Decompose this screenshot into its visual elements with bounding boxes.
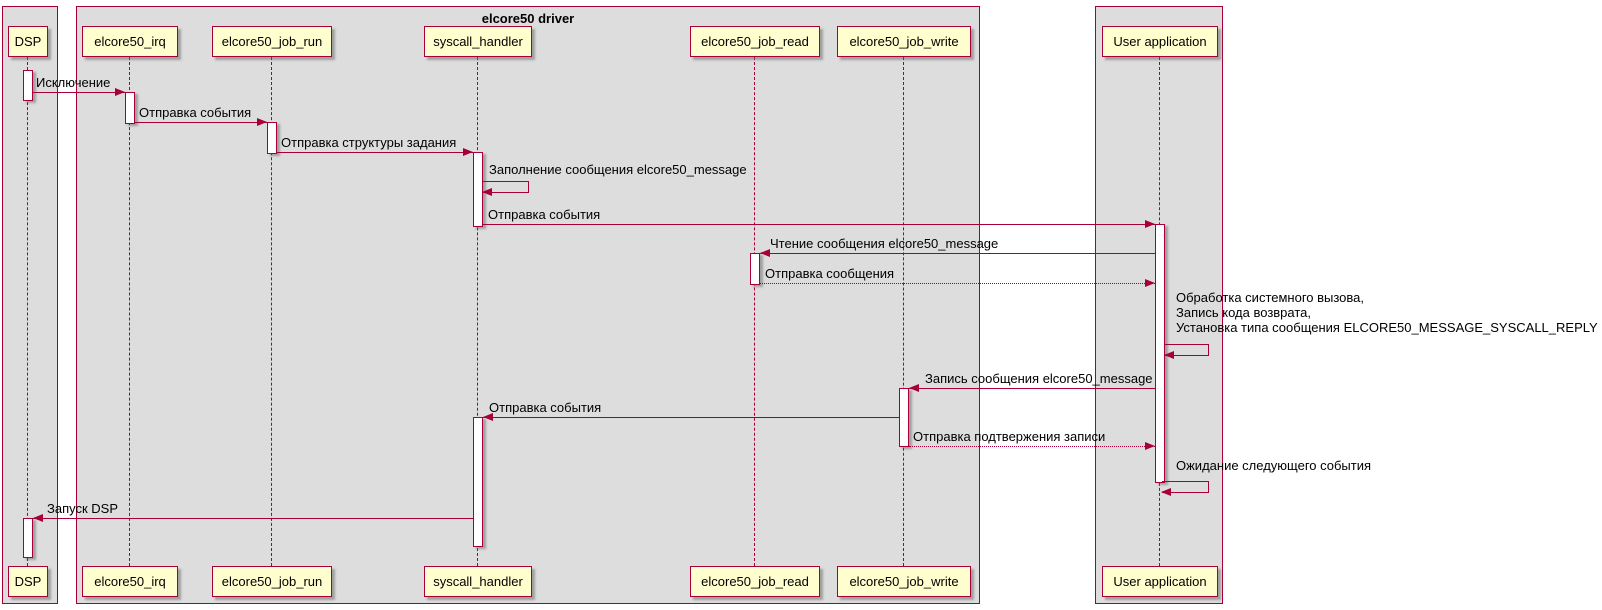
participant-elcore50-job-write-bottom: elcore50_job_write [837, 566, 971, 597]
message-label-send-event-1: Отправка события [139, 105, 252, 120]
message-label-write-ack: Отправка подтвержения записи [913, 429, 1106, 444]
self-message-fill-message [482, 181, 529, 196]
message-arrow-write-ack [909, 442, 1155, 450]
participant-elcore50-job-write-top: elcore50_job_write [837, 26, 971, 57]
message-arrow-send-message-reply [760, 279, 1155, 287]
participant-user-application-bottom: User application [1102, 566, 1218, 597]
message-arrow-read-message [760, 249, 1155, 257]
arrowhead-right-icon [463, 148, 473, 156]
arrowhead-left-icon [1161, 488, 1171, 496]
participant-syscall-handler-top: syscall_handler [424, 26, 532, 57]
arrowhead-left-icon [33, 514, 43, 522]
lifeline-dsp [27, 57, 28, 566]
activation-syscall-handler-2 [473, 417, 483, 547]
participant-dsp-bottom: DSP [8, 566, 48, 597]
message-label-read-message: Чтение сообщения elcore50_message [770, 236, 999, 251]
message-label-send-event-2: Отправка события [488, 207, 601, 222]
self-message-handle-syscall [1164, 344, 1209, 359]
message-label-exception: Исключение [36, 75, 111, 90]
message-arrow-send-event-1 [135, 118, 267, 126]
arrowhead-left-icon [482, 188, 492, 196]
frame-dsp [2, 6, 58, 604]
arrowhead-left-icon [483, 413, 493, 421]
message-label-send-event-3: Отправка события [489, 400, 602, 415]
message-label-send-job-struct: Отправка структуры задания [281, 135, 457, 150]
arrowhead-left-icon [760, 249, 770, 257]
participant-elcore50-job-read-bottom: elcore50_job_read [690, 566, 820, 597]
message-arrow-write-message [909, 384, 1155, 392]
lifeline-elcore50-job-write [903, 57, 904, 566]
message-label-handle-syscall: Обработка системного вызова, Запись кода… [1176, 290, 1598, 335]
frame-elcore50-driver: elcore50 driver [76, 6, 980, 604]
self-message-wait-next-event [1161, 481, 1209, 496]
message-arrow-send-event-2 [483, 220, 1155, 228]
lifeline-elcore50-job-read [754, 57, 755, 566]
activation-elcore50-job-run [267, 122, 277, 154]
message-label-wait-next-event: Ожидание следующего события [1176, 458, 1372, 473]
message-arrow-start-dsp [33, 514, 473, 522]
arrowhead-right-icon [1145, 279, 1155, 287]
arrowhead-right-icon [257, 118, 267, 126]
message-arrow-send-event-3 [483, 413, 899, 421]
lifeline-elcore50-job-run [271, 57, 272, 566]
activation-elcore50-irq [125, 92, 135, 124]
message-label-send-message-reply: Отправка сообщения [765, 266, 895, 281]
arrowhead-left-icon [1164, 351, 1174, 359]
message-label-handle-syscall-line3: Установка типа сообщения ELCORE50_MESSAG… [1176, 320, 1598, 335]
activation-elcore50-job-read [750, 253, 760, 285]
message-label-handle-syscall-line1: Обработка системного вызова, [1176, 290, 1365, 305]
arrowhead-left-icon [909, 384, 919, 392]
activation-elcore50-job-write [899, 388, 909, 447]
arrowhead-right-icon [1145, 220, 1155, 228]
message-arrow-send-job-struct [277, 148, 473, 156]
activation-dsp-1 [23, 70, 33, 101]
message-arrow-exception [33, 88, 125, 96]
participant-elcore50-job-run-top: elcore50_job_run [212, 26, 332, 57]
message-label-fill-message: Заполнение сообщения elcore50_message [489, 162, 747, 177]
lifeline-elcore50-irq [129, 57, 130, 566]
arrowhead-right-icon [1145, 442, 1155, 450]
message-label-start-dsp: Запуск DSP [47, 501, 119, 516]
frame-title-elcore50-driver: elcore50 driver [481, 11, 575, 26]
message-label-handle-syscall-line2: Запись кода возврата, [1176, 305, 1312, 320]
participant-elcore50-irq-top: elcore50_irq [82, 26, 178, 57]
participant-elcore50-irq-bottom: elcore50_irq [82, 566, 178, 597]
message-label-write-message: Запись сообщения elcore50_message [925, 371, 1153, 386]
participant-syscall-handler-bottom: syscall_handler [424, 566, 532, 597]
lifeline-syscall-handler [477, 57, 478, 566]
participant-elcore50-job-run-bottom: elcore50_job_run [212, 566, 332, 597]
activation-dsp-2 [23, 518, 33, 558]
arrowhead-right-icon [115, 88, 125, 96]
participant-elcore50-job-read-top: elcore50_job_read [690, 26, 820, 57]
participant-dsp-top: DSP [8, 26, 48, 57]
participant-user-application-top: User application [1102, 26, 1218, 57]
